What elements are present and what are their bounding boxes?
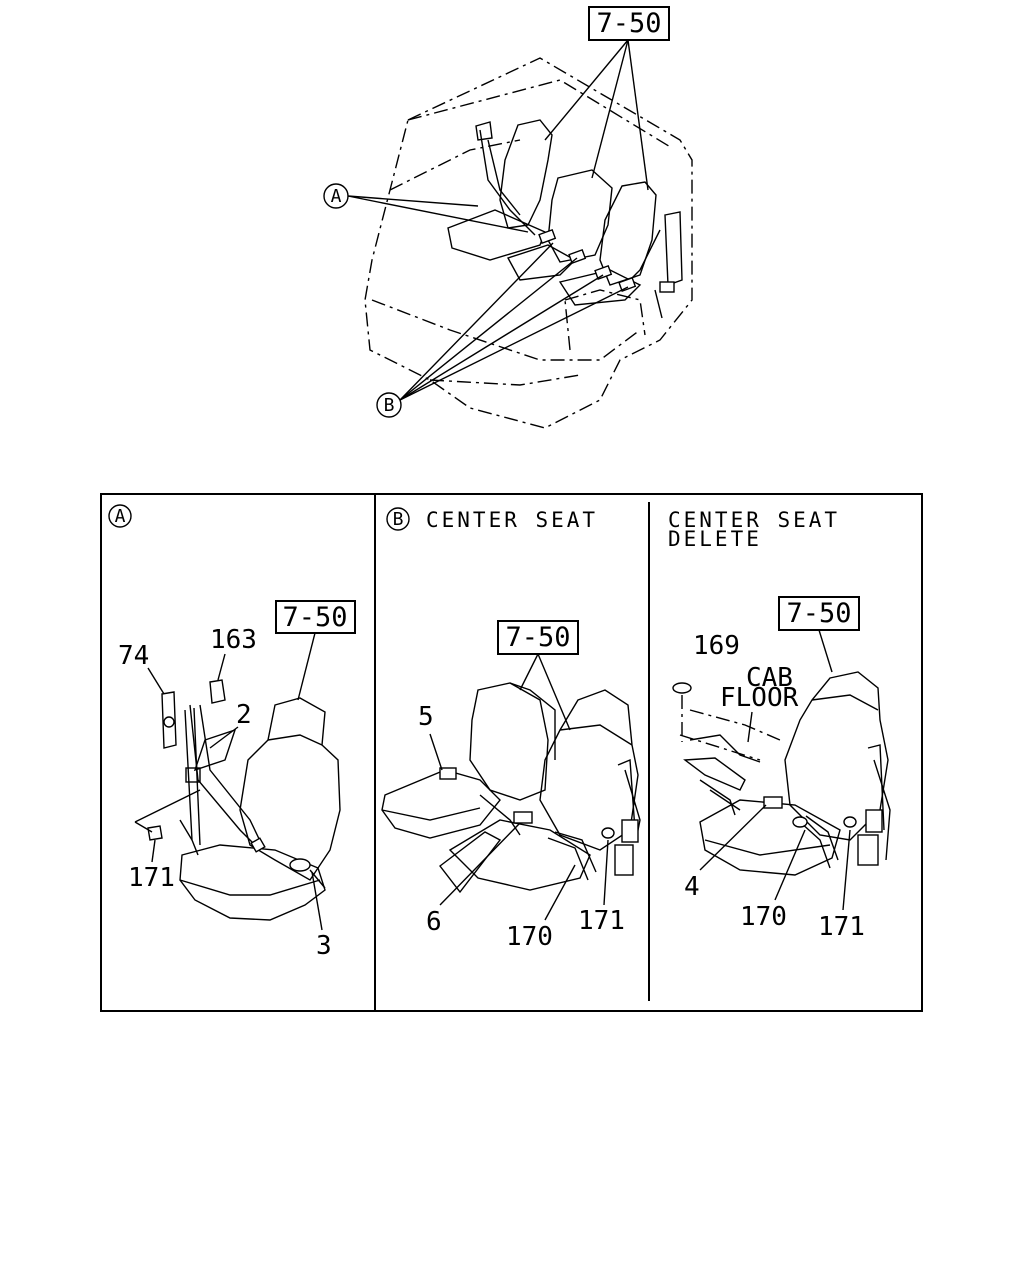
panel-a-letter: A	[115, 506, 126, 527]
panel-b-ref-box	[497, 620, 579, 655]
panel-b-part-171: 171	[578, 906, 625, 936]
panel-b-left-seat	[469, 682, 549, 801]
detail-frame	[100, 493, 923, 1012]
panel-a-part-163: 163	[210, 625, 257, 655]
panel-b-part-6: 6	[426, 907, 442, 937]
panel-a-part-74: 74	[118, 641, 149, 671]
panel-c-ref-box	[778, 596, 860, 631]
panel-b-right-seat	[539, 689, 639, 851]
panel-c-ref-label: 7-50	[786, 598, 851, 629]
callout-b-letter: B	[384, 395, 395, 416]
panel-c-title-line1: CENTER SEAT	[668, 508, 840, 532]
panel-c-grommet	[672, 682, 692, 694]
panel-c-part-169: 169	[693, 631, 740, 661]
callout-a-letter: A	[331, 186, 342, 207]
panel-a-ref-box	[275, 600, 356, 634]
panel-c-seat-cushion	[699, 799, 841, 876]
panel-b-circle	[386, 507, 410, 531]
panel-c-part-4: 4	[684, 872, 700, 902]
callout-b-circle	[376, 392, 402, 418]
panel-a: A 7-50 74 163 2 171	[108, 504, 356, 961]
panel-c-floor-label: FLOOR	[720, 683, 799, 713]
panel-b-center-seat	[448, 819, 591, 891]
panel-a-part-2: 2	[236, 700, 252, 730]
cab-overview: 7-50 A B	[323, 6, 693, 429]
overview-ref-label: 7-50	[596, 8, 661, 39]
panel-c-part-171: 171	[818, 912, 865, 942]
panel-c: CENTER SEAT DELETE 7-50 169 CAB FLOOR	[668, 508, 891, 942]
panel-b-part-170: 170	[506, 922, 553, 952]
panel-a-part-171: 171	[128, 863, 175, 893]
panel-c-seat-back	[784, 671, 889, 841]
panel-b-part-5: 5	[418, 702, 434, 732]
panel-b-title: CENTER SEAT	[426, 508, 598, 532]
panel-b-letter: B	[393, 509, 404, 530]
panel-a-seat-cushion	[179, 844, 326, 921]
panel-c-title-line2: DELETE	[668, 527, 762, 551]
overview-ref-box	[588, 6, 670, 41]
panel-c-part-170: 170	[740, 902, 787, 932]
panel-a-seat-back	[239, 697, 341, 881]
panel-a-ref-label: 7-50	[282, 602, 347, 633]
panel-b-ref-label: 7-50	[505, 622, 570, 653]
panel-a-part-3: 3	[316, 931, 332, 961]
panel-c-cab-label: CAB	[746, 663, 793, 693]
panel-a-circle	[108, 504, 132, 528]
panel-b: B CENTER SEAT 7-50 5 6 170 171	[381, 507, 641, 952]
